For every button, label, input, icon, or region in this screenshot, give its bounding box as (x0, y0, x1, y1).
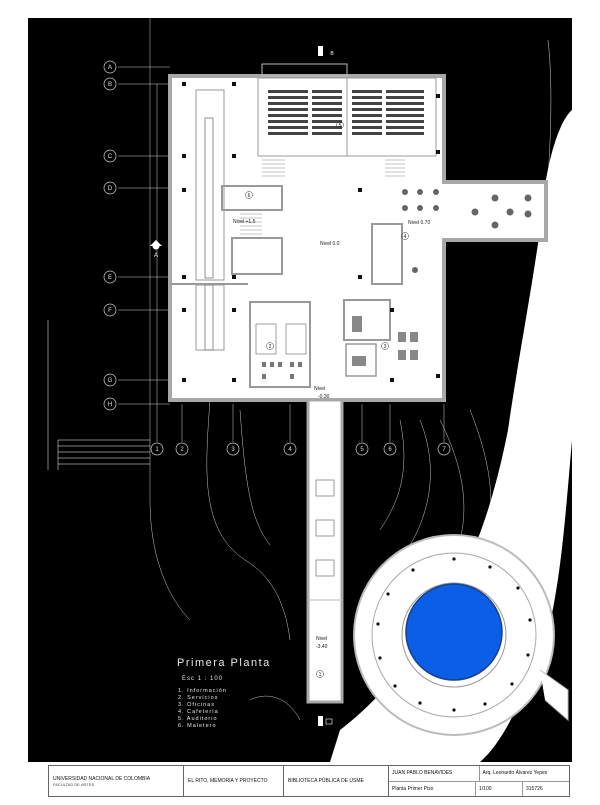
room-number-1: 1 (319, 672, 322, 678)
level-label-3: Nivel 0.70 (408, 220, 430, 226)
grid-label-2: 2 (180, 447, 184, 453)
sheet-legend: Primera Planta Esc 1 : 100 1. Informació… (177, 657, 271, 729)
tb-project-name: BIBLIOTECA PÚBLICA DE USME (288, 778, 364, 784)
tb-sheet-name: Planta Primer Piso (389, 781, 476, 796)
tb-course: EL RITO, MEMORIA Y PROYECTO (184, 766, 284, 796)
level-label-2: Nivel 0.0 (320, 241, 340, 247)
office-desks (352, 316, 418, 366)
grid-label-3: 3 (231, 447, 235, 453)
legend-item-2: 2. Servicios (178, 695, 218, 701)
tb-code: 315726 (526, 785, 543, 792)
structural-columns (182, 82, 440, 382)
level-label-4b: -0.30 (318, 394, 330, 400)
level-label-5b: -3.40 (316, 644, 328, 650)
legend-item-3: 3. Oficinas (178, 702, 215, 708)
grid-label-4: 4 (288, 447, 292, 453)
main-building (168, 63, 548, 402)
section-marker-b-right: B (538, 243, 575, 294)
water-pool (405, 583, 503, 681)
section-label-a: A (154, 253, 158, 259)
sheet-title: Primera Planta (177, 657, 271, 669)
tb-row-people: JUAN PABLO BENAVIDES Arq. Leonardo Álvar… (389, 766, 569, 782)
tb-course-name: EL RITO, MEMORIA Y PROYECTO (188, 778, 268, 784)
restroom-fixtures (262, 362, 302, 379)
grid-cols (156, 84, 445, 442)
grid-label-d: D (108, 186, 113, 192)
grid-rows (118, 66, 170, 405)
legend-item-5: 5. Auditorio (178, 716, 218, 722)
level-label-1: Nivel +1.5 (233, 219, 256, 225)
grid-label-h: H (108, 402, 112, 408)
tb-row-sheet: Planta Primer Piso 1/100 315726 (389, 781, 569, 796)
room-number-3: 3 (384, 344, 387, 350)
legend-item-4: 4. Cafetería (178, 709, 219, 715)
stairs-mezz (240, 213, 262, 235)
circular-plaza (353, 534, 569, 736)
title-block: UNIVERSIDAD NACIONAL DE COLOMBIA FACULTA… (48, 765, 570, 797)
tb-university-name: UNIVERSIDAD NACIONAL DE COLOMBIA (53, 775, 151, 782)
grid-label-6: 6 (388, 447, 392, 453)
tb-sheet-scale: 1/100 (476, 781, 523, 796)
level-labels: Nivel +1.5 Nivel 0.0 Nivel 0.70 Nivel -0… (233, 219, 430, 650)
tb-advisor: Arq. Leonardo Álvarez Yepes (482, 770, 548, 777)
plaza-bollards (376, 557, 532, 712)
tb-project: BIBLIOTECA PÚBLICA DE USME (284, 766, 389, 796)
cafe-tables (402, 189, 532, 273)
room-number-6: 6 (248, 193, 251, 199)
terrace-steps (47, 320, 150, 470)
grid-label-1: 1 (155, 447, 159, 453)
legend-item-1: 1. Información (178, 688, 227, 694)
tb-author: JUAN PABLO BENAVIDES (389, 766, 480, 781)
legend-item-6: 6. Maletero (178, 723, 217, 729)
auditorium-seats (268, 90, 424, 135)
tb-details: JUAN PABLO BENAVIDES Arq. Leonardo Álvar… (389, 766, 569, 796)
room-number-2: 2 (269, 344, 272, 350)
section-label-b-top: B (330, 51, 334, 57)
grid-row-bubbles (103, 60, 117, 411)
grid-label-b: B (108, 82, 112, 88)
level-label-4: Nivel (314, 386, 325, 392)
grid-label-e: E (108, 275, 112, 281)
level-label-5: Nivel (316, 636, 327, 642)
corridor (306, 398, 344, 704)
room-numbers: 5 6 4 2 3 1 (245, 121, 409, 678)
grid-label-5: 5 (360, 447, 364, 453)
grid-label-a: A (108, 65, 112, 71)
grid-label-7: 7 (442, 447, 446, 453)
grid-label-g: G (108, 378, 113, 384)
grid-label-f: F (108, 308, 112, 314)
grid-col-bubbles (150, 442, 451, 456)
grid-row-labels: A B C D E F G H (108, 65, 113, 408)
section-marker-a: A (150, 240, 162, 259)
section-label-b-right: B (538, 288, 542, 294)
tb-university: UNIVERSIDAD NACIONAL DE COLOMBIA FACULTA… (49, 766, 184, 796)
room-number-5: 5 (339, 123, 342, 129)
grid-label-c: C (108, 154, 113, 160)
sheet-scale: Esc 1 : 100 (182, 676, 223, 682)
room-number-4: 4 (404, 234, 407, 240)
tb-faculty: FACULTAD DE ARTES (53, 781, 95, 787)
section-marker-b-top: B (318, 46, 334, 57)
section-marker-c-bottom (318, 716, 333, 726)
stairs-top (262, 159, 405, 177)
grid-col-labels: 1 2 3 4 5 6 7 (155, 447, 446, 453)
